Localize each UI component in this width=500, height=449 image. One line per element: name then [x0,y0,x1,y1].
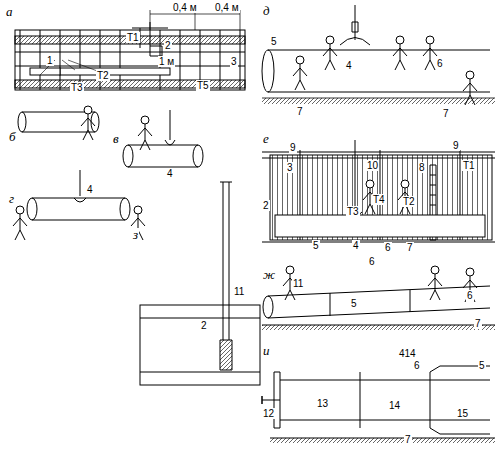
panel-letter: е [262,132,270,146]
callout-number: 1 [46,55,54,66]
callout-number: 4 [352,240,360,251]
callout-number: 5 [350,298,358,309]
callout-number: 10 [366,160,379,171]
callout-number: 11 [233,286,245,297]
callout-number: 414 [398,348,417,359]
callout-number: Т2 [402,196,416,207]
callout-number: 4 [86,184,94,195]
panel-letter: ж [262,268,276,282]
callout-number: Т1 [462,160,476,171]
callout-number: 1 м [158,56,175,67]
callout-number: 6 [436,58,444,69]
callout-number: 2 [200,320,208,331]
callout-number: 7 [404,434,412,445]
callout-number: 13 [316,398,329,409]
callout-number: Т4 [372,194,386,205]
callout-number: 15 [456,408,469,419]
rod-panel-z [140,182,260,385]
pipe-lowering-d [262,5,495,105]
pipe-panel-b [18,106,99,140]
callout-number: Т2 [96,70,110,81]
callout-number: 9 [452,140,460,151]
callout-number: 7 [406,242,414,253]
callout-number: 5 [270,36,278,47]
panel-letter: в [112,132,120,146]
pipe-panel-g [13,170,145,240]
callout-number: 6 [413,360,421,371]
callout-number: 7 [442,108,450,119]
trench-plan [15,10,245,90]
callout-number: 2 [262,200,270,211]
panel-letter: г [8,192,15,206]
callout-number: Т3 [346,206,360,217]
panel-letter: д [262,4,271,18]
callout-number: 0,4 м [214,2,240,13]
panel-letter: б [8,130,17,144]
callout-number: 14 [388,400,401,411]
joint-section-i [262,366,495,443]
callout-number: 6 [384,242,392,253]
callout-number: 9 [289,142,297,153]
callout-number: 11 [292,278,304,289]
callout-number: 2 [164,40,172,51]
callout-number: Т3 [70,82,84,93]
pipe-panel-v [123,110,203,167]
pipe-joining-zh [262,266,495,330]
callout-number: 7 [474,318,482,329]
callout-number: Т1 [126,32,140,43]
callout-number: 5 [312,240,320,251]
callout-number: 12 [262,408,275,419]
callout-number: 0,4 м [172,2,198,13]
panel-letter: и [262,344,271,358]
callout-number: 3 [230,56,238,67]
callout-number: 7 [296,106,304,117]
panel-letter: з [132,228,139,242]
callout-number: 6 [368,256,376,267]
callout-number: 3 [286,162,294,173]
callout-number: Т5 [196,80,210,91]
callout-number: 6 [466,290,474,301]
callout-number: 8 [418,162,426,173]
callout-number: 5 [478,360,486,371]
sheeted-trench-e [262,140,495,242]
panel-letter: а [5,5,14,19]
callout-number: 4 [166,168,174,179]
callout-number: 4 [345,60,353,71]
